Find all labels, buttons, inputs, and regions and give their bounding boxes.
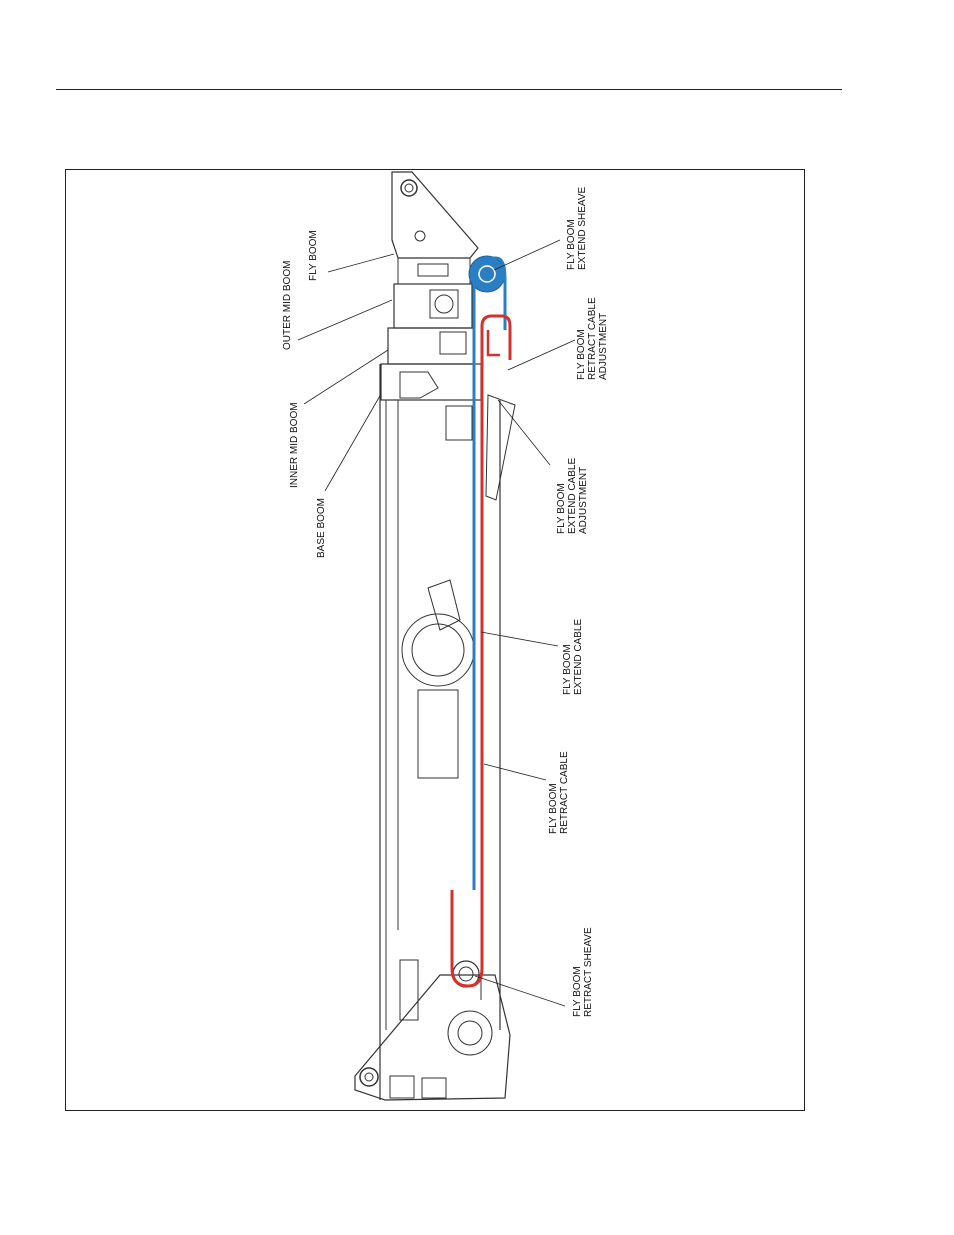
retract-sheave-label: FLY BOOM RETRACT SHEAVE	[572, 927, 594, 1017]
base-boom-section	[381, 364, 481, 400]
outer-mid-boom-label: OUTER MID BOOM	[282, 261, 293, 350]
retract-cable-adjustment-loop	[488, 330, 500, 355]
fly-boom-label: FLY BOOM	[308, 230, 319, 281]
retract-cable-label: FLY BOOM RETRACT CABLE	[548, 751, 570, 834]
retract-cable-line	[452, 316, 510, 986]
fly-boom-head-pin	[401, 180, 417, 196]
inner-mid-boom-section	[388, 328, 474, 364]
fly-boom-head	[392, 172, 478, 258]
lift-cylinder-mount	[428, 580, 460, 630]
base-boom-label: BASE BOOM	[316, 498, 327, 558]
boom-pivot-pin	[360, 1068, 378, 1086]
retract-cable-adjustment-label: FLY BOOM RETRACT CABLE ADJUSTMENT	[576, 295, 609, 380]
extend-cable-label: FLY BOOM EXTEND CABLE	[562, 619, 584, 695]
extend-cable-adjustment-label: FLY BOOM EXTEND CABLE ADJUSTMENT	[556, 455, 589, 534]
outer-mid-boom-section	[394, 284, 472, 328]
extend-sheave-label: FLY BOOM EXTEND SHEAVE	[566, 187, 588, 270]
inner-mid-boom-label: INNER MID BOOM	[289, 402, 300, 488]
boom-pivot-end	[355, 975, 510, 1100]
